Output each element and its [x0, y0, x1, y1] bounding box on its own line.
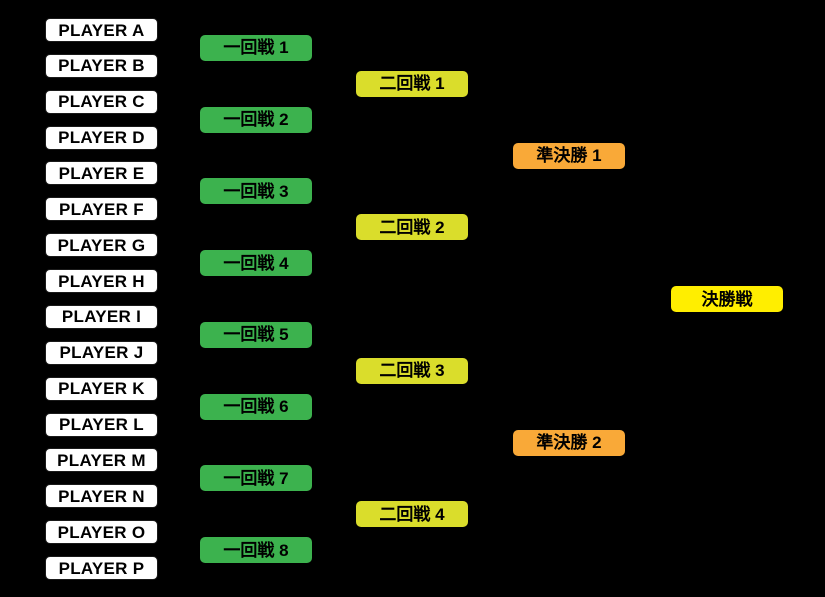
player-box: PLAYER J: [45, 340, 158, 365]
player-box: PLAYER H: [45, 269, 158, 294]
player-box: PLAYER I: [45, 304, 158, 329]
player-box: PLAYER G: [45, 233, 158, 258]
player-box: PLAYER C: [45, 89, 158, 114]
round1-match-box: 一回戦 2: [200, 106, 312, 133]
player-box: PLAYER K: [45, 376, 158, 401]
semifinal-match-box: 準決勝 1: [513, 142, 625, 169]
player-box: PLAYER D: [45, 125, 158, 150]
player-box: PLAYER B: [45, 53, 158, 78]
player-box: PLAYER P: [45, 556, 158, 581]
player-box: PLAYER O: [45, 520, 158, 545]
round2-match-box: 二回戦 2: [356, 214, 468, 241]
round1-match-box: 一回戦 7: [200, 465, 312, 492]
round1-match-box: 一回戦 3: [200, 178, 312, 205]
round1-match-box: 一回戦 4: [200, 250, 312, 277]
round1-match-box: 一回戦 1: [200, 34, 312, 61]
round2-match-box: 二回戦 3: [356, 357, 468, 384]
player-box: PLAYER F: [45, 197, 158, 222]
round2-match-box: 二回戦 4: [356, 501, 468, 528]
player-box: PLAYER L: [45, 412, 158, 437]
round1-match-box: 一回戦 6: [200, 393, 312, 420]
player-box: PLAYER N: [45, 484, 158, 509]
round1-match-box: 一回戦 5: [200, 321, 312, 348]
player-box: PLAYER E: [45, 161, 158, 186]
player-box: PLAYER A: [45, 18, 158, 42]
semifinal-match-box: 準決勝 2: [513, 429, 625, 456]
final-match-box: 決勝戦: [671, 286, 783, 313]
player-box: PLAYER M: [45, 448, 158, 473]
round1-match-box: 一回戦 8: [200, 537, 312, 564]
round2-match-box: 二回戦 1: [356, 70, 468, 97]
